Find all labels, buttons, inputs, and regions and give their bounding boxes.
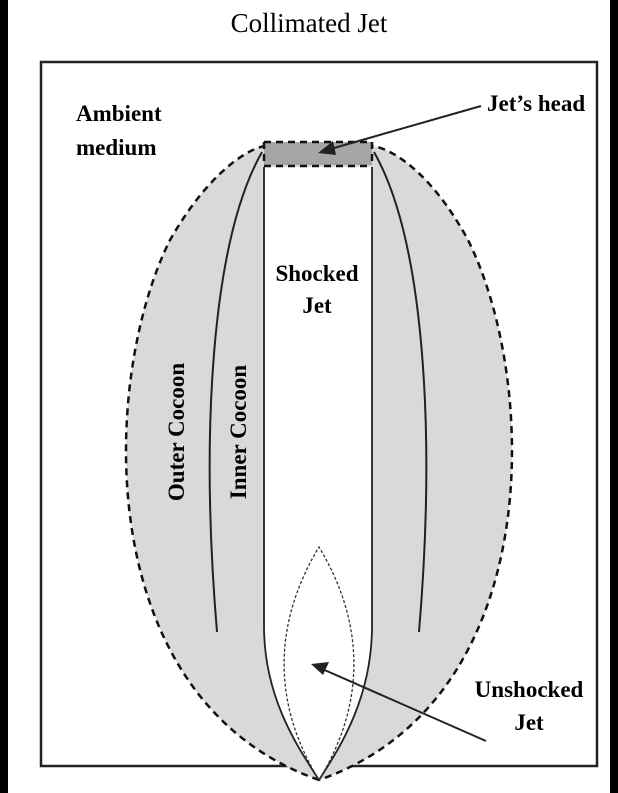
ambient-medium-label-line2: medium [76, 135, 157, 160]
inner-cocoon-label: Inner Cocoon [226, 365, 251, 500]
jets-head-label: Jet’s head [487, 91, 585, 116]
outer-cocoon-label: Outer Cocoon [164, 363, 189, 501]
unshocked-jet-label-line2: Jet [514, 710, 544, 735]
unshocked-jet-label-line1: Unshocked [475, 677, 584, 702]
shocked-jet-label-line1: Shocked [275, 261, 358, 286]
jet-channel-fill [264, 167, 372, 627]
ambient-medium-label-line1: Ambient [76, 101, 162, 126]
jets-head-arrow-line [327, 106, 481, 150]
jets-head-band [264, 142, 372, 165]
shocked-jet-label-line2: Jet [302, 293, 332, 318]
